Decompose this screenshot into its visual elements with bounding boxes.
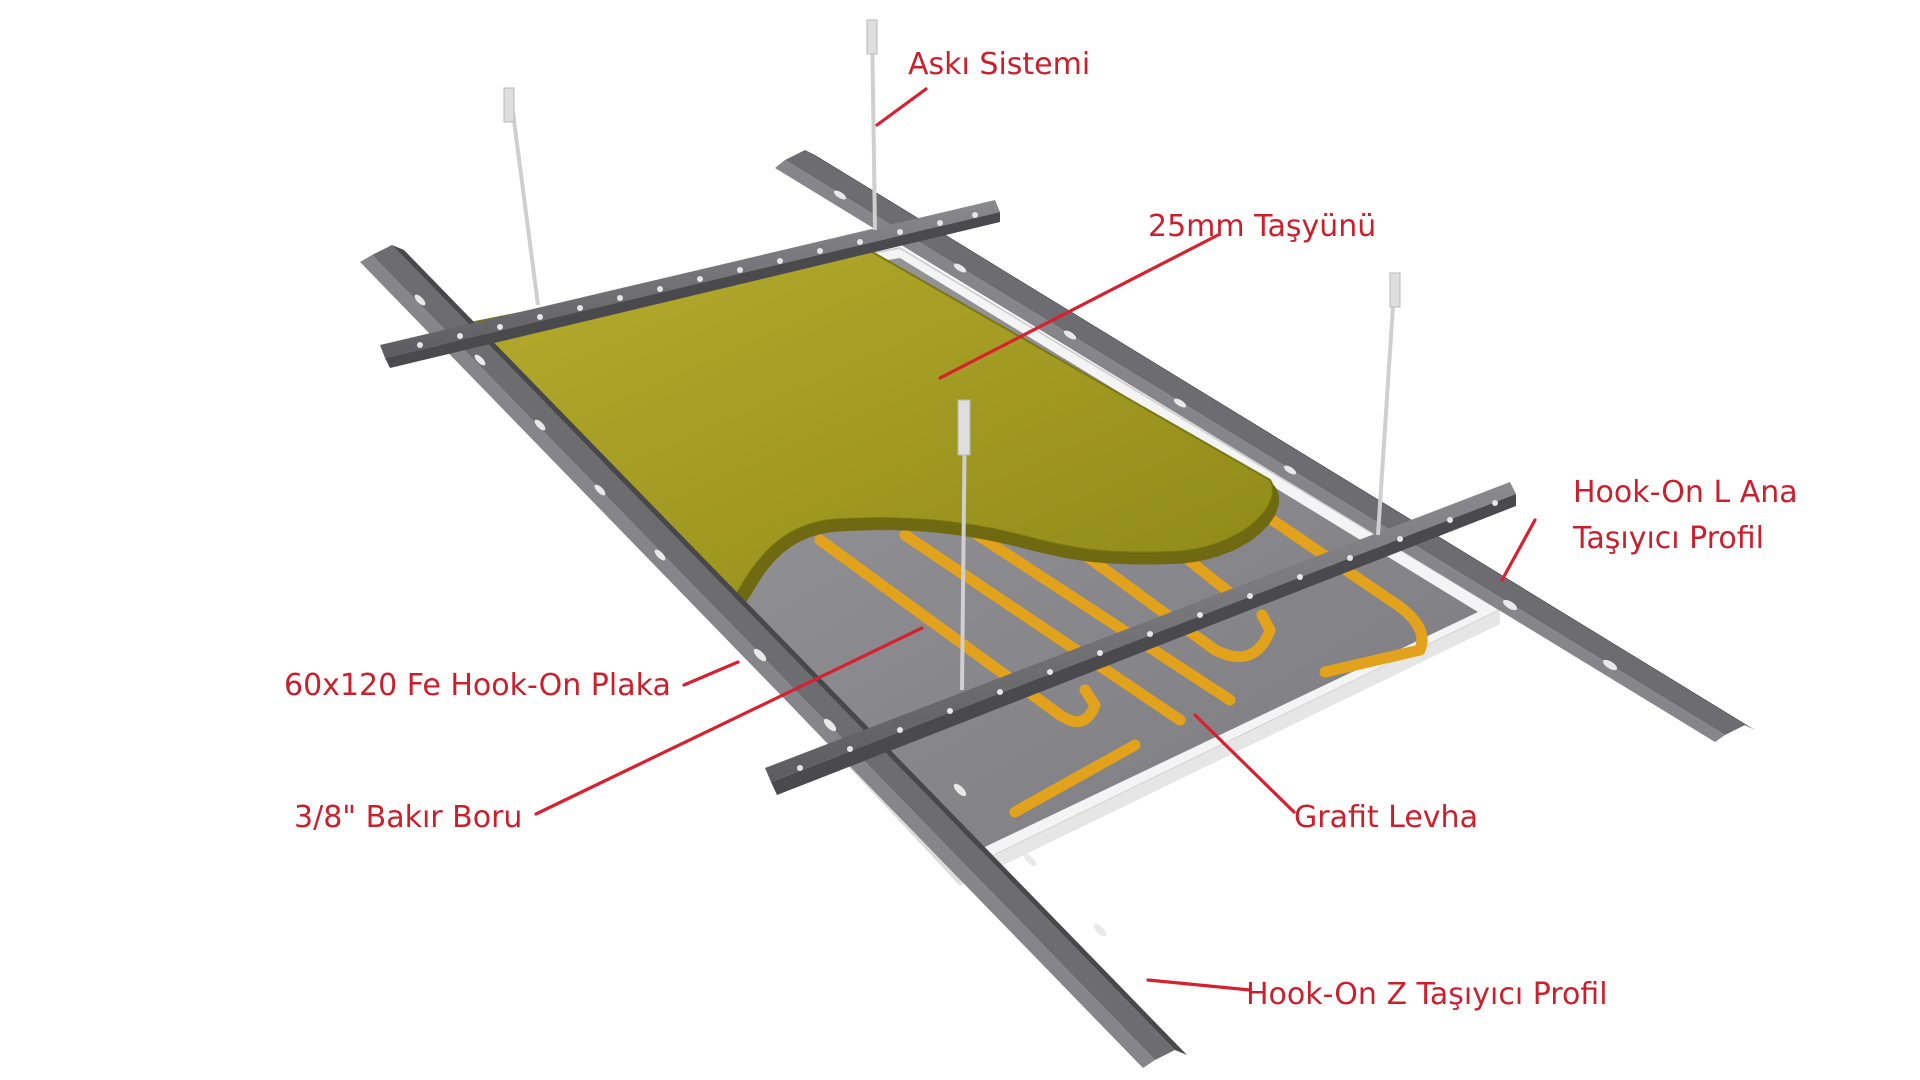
leader-bakir-boru bbox=[534, 626, 924, 816]
label-tasyunu: 25mm Taşyünü bbox=[1148, 209, 1376, 244]
leader-hook-on-l bbox=[1500, 518, 1537, 582]
label-hook-on-l-line1: Hook-On L Ana bbox=[1573, 475, 1798, 510]
label-bakir-boru: 3/8" Bakır Boru bbox=[294, 800, 522, 835]
label-grafit-levha: Grafit Levha bbox=[1294, 800, 1478, 835]
hook-on-l-profile bbox=[775, 150, 1755, 742]
hook-on-z-profile bbox=[360, 245, 1187, 1068]
leader-hook-on-z bbox=[1146, 978, 1252, 992]
label-hook-on-plaka: 60x120 Fe Hook-On Plaka bbox=[284, 668, 671, 703]
label-aski-sistemi: Askı Sistemi bbox=[908, 47, 1090, 82]
rockwool-sheet bbox=[458, 243, 1280, 615]
leader-aski-sistemi bbox=[875, 87, 928, 127]
label-hook-on-l-line2: Taşıyıcı Profil bbox=[1572, 521, 1764, 556]
hook-on-cross-profile-back bbox=[380, 200, 1000, 368]
hook-on-cross-profile-front bbox=[765, 482, 1516, 795]
leader-lines bbox=[534, 87, 1537, 992]
leader-tasyunu bbox=[938, 233, 1220, 380]
label-hook-on-z: Hook-On Z Taşıyıcı Profil bbox=[1246, 977, 1608, 1012]
leader-hook-on-plaka bbox=[682, 660, 740, 687]
hanger-rods bbox=[503, 19, 1401, 691]
callout-labels: Askı Sistemi 25mm Taşyünü Hook-On L Ana … bbox=[284, 47, 1798, 1012]
leader-grafit-levha bbox=[1193, 713, 1296, 814]
